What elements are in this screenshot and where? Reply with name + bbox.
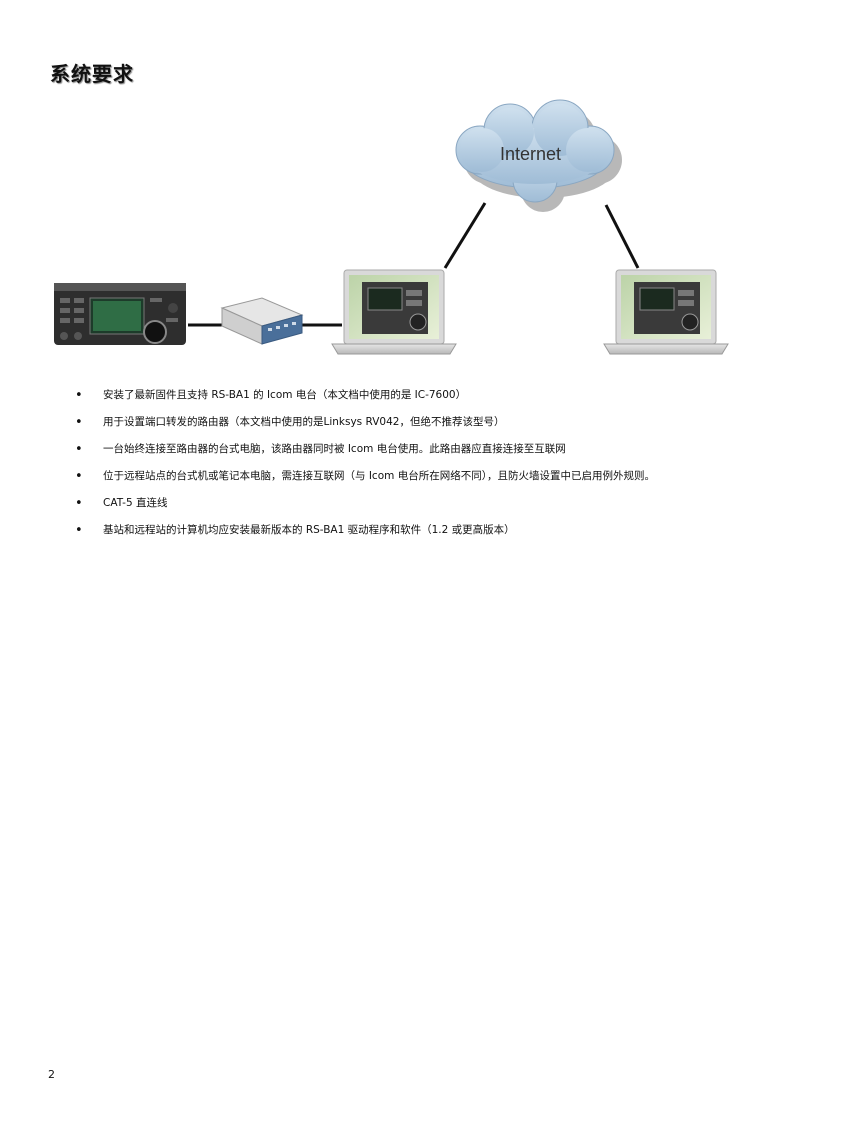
list-item: CAT-5 直连线 [60, 490, 820, 517]
link-internet-remote [604, 204, 640, 269]
internet-cloud: Internet [455, 99, 622, 212]
router-icon [220, 297, 304, 345]
internet-label: Internet [500, 144, 561, 164]
base-laptop-icon [331, 269, 457, 355]
list-item: 一台始终连接至路由器的台式电脑，该路由器同时被 Icom 电台使用。此路由器应直… [60, 436, 820, 463]
link-laptop-internet [443, 202, 487, 269]
network-diagram: Internet [54, 99, 729, 355]
page-title: 系统要求 [50, 62, 134, 86]
requirements-list: 安装了最新固件且支持 RS-BA1 的 Icom 电台（本文档中使用的是 IC-… [60, 382, 820, 544]
remote-laptop-icon [603, 269, 729, 355]
icom-radio-icon [54, 283, 186, 345]
list-item: 安装了最新固件且支持 RS-BA1 的 Icom 电台（本文档中使用的是 IC-… [60, 382, 820, 409]
list-item: 用于设置端口转发的路由器（本文档中使用的是Linksys RV042，但绝不推荐… [60, 409, 820, 436]
list-item: 位于远程站点的台式机或笔记本电脑，需连接互联网（与 Icom 电台所在网络不同）… [60, 463, 820, 490]
page-number: 2 [48, 1068, 55, 1081]
list-item: 基站和远程站的计算机均应安装最新版本的 RS-BA1 驱动程序和软件（1.2 或… [60, 517, 820, 544]
